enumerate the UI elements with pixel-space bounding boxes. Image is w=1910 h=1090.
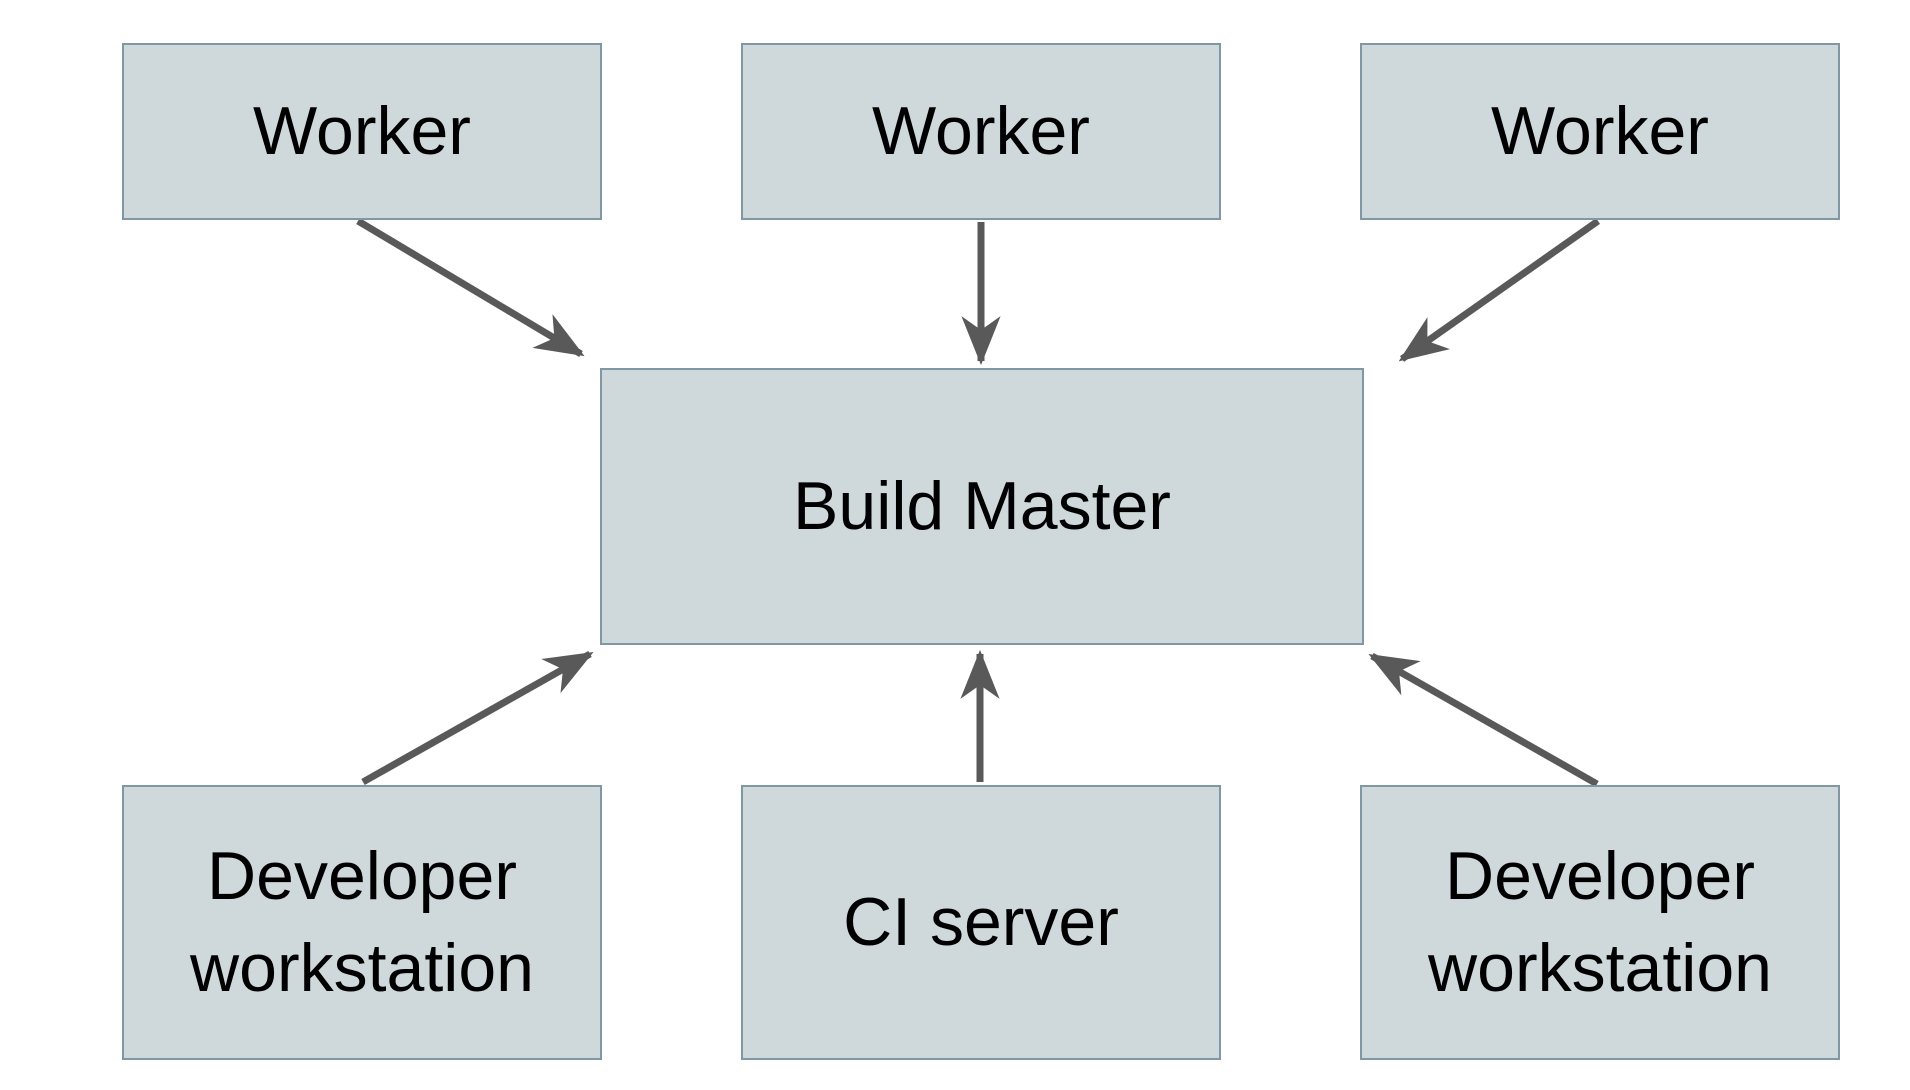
node-build-master: Build Master (600, 368, 1364, 645)
node-developer-workstation-right: Developer workstation (1360, 785, 1840, 1060)
node-worker-2-label: Worker (872, 92, 1090, 169)
node-worker-1: Worker (122, 43, 602, 220)
node-developer-workstation-right-label: Developer workstation (1428, 837, 1772, 1006)
node-ci-server: CI server (741, 785, 1221, 1060)
node-worker-3-label: Worker (1491, 92, 1709, 169)
node-worker-2: Worker (741, 43, 1221, 220)
node-developer-workstation-left: Developer workstation (122, 785, 602, 1060)
edge-worker-1-to-build-master (356, 217, 585, 358)
node-ci-server-label: CI server (843, 883, 1119, 960)
edge-developer-workstation-left-to-build-master (361, 650, 594, 786)
node-build-master-label: Build Master (793, 467, 1171, 544)
edge-developer-workstation-right-to-build-master (1368, 652, 1599, 788)
node-developer-workstation-left-label: Developer workstation (190, 837, 534, 1006)
node-worker-3: Worker (1360, 43, 1840, 220)
edge-worker-3-to-build-master (1398, 218, 1601, 362)
node-worker-1-label: Worker (253, 92, 471, 169)
